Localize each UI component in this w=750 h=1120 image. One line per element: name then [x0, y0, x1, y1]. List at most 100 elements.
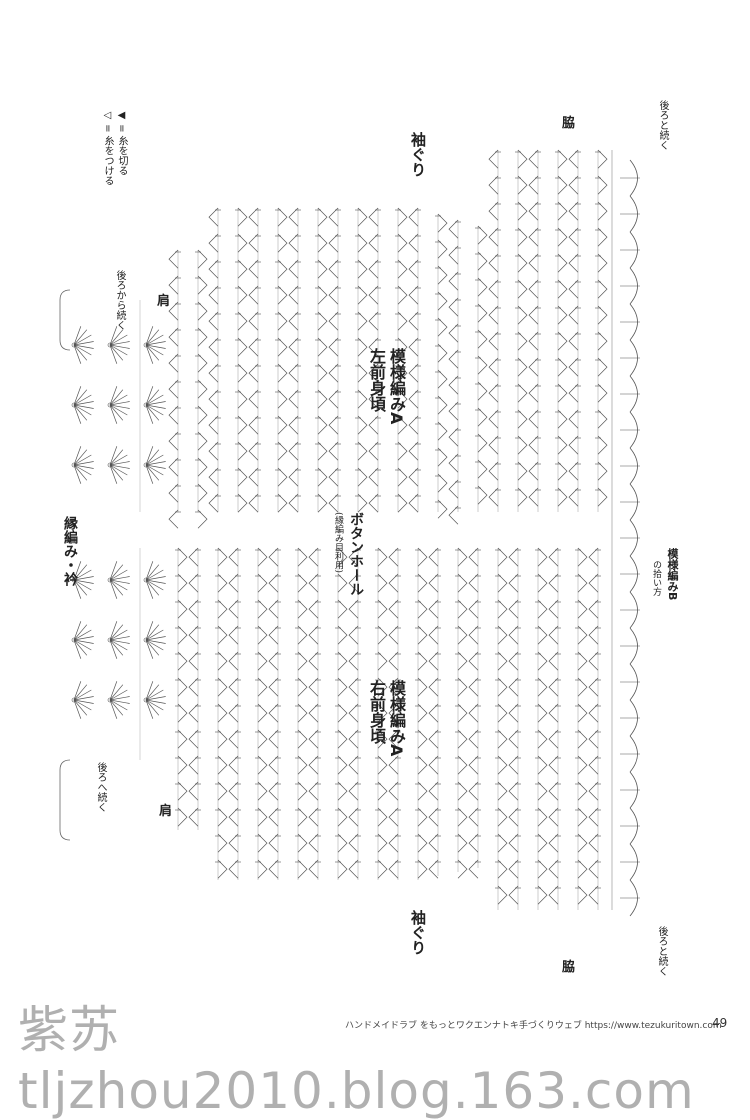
stitch-mark	[597, 305, 608, 325]
stitch-mark	[428, 781, 439, 801]
stitch-mark	[188, 781, 199, 801]
stitch-mark	[248, 285, 259, 305]
stitch-mark	[388, 859, 399, 879]
stitch-mark	[528, 487, 539, 507]
stitch-mark	[568, 201, 579, 221]
stitch-mark	[317, 207, 328, 227]
stitch-mark	[217, 625, 228, 645]
stitch-mark	[357, 207, 368, 227]
stitch-mark	[297, 625, 308, 645]
fan-spoke	[109, 639, 118, 659]
left-front-title: 左前身頃	[367, 348, 386, 412]
stitch-mark	[288, 389, 299, 409]
stitch-mark	[248, 363, 259, 383]
stitch-mark	[457, 859, 468, 879]
stitch-mark	[508, 833, 519, 853]
cont-back-top: 後ろと続く	[657, 100, 668, 150]
fan-spoke	[145, 461, 166, 466]
fan-spoke	[109, 461, 130, 466]
stitch-mark	[188, 703, 199, 723]
stitch-mark	[357, 441, 368, 461]
fan-spoke	[109, 699, 128, 711]
fan-spoke	[73, 401, 94, 406]
stitch-mark	[277, 233, 288, 253]
stitch-mark	[577, 729, 588, 749]
fan-center	[71, 697, 77, 703]
stitch-mark	[517, 461, 528, 481]
fan-spoke	[73, 454, 92, 466]
fan-spoke	[109, 404, 130, 409]
stitch-mark	[457, 729, 468, 749]
stitch-mark	[188, 599, 199, 619]
stitch-mark	[177, 781, 188, 801]
collar-bracket-bottom	[59, 759, 71, 841]
stitch-mark	[177, 677, 188, 697]
fan-spoke	[145, 464, 154, 484]
stitch-mark	[257, 781, 268, 801]
fan-spoke	[73, 684, 88, 701]
stitch-mark	[308, 781, 319, 801]
stitch-mark	[417, 833, 428, 853]
stitch-mark	[188, 573, 199, 593]
legend-attach-yarn: ◁ = 糸をつける	[102, 110, 113, 186]
stitch-mark	[277, 311, 288, 331]
stitch-mark	[577, 833, 588, 853]
stitch-mark	[488, 331, 499, 351]
fan-center	[143, 402, 149, 408]
stitch-mark	[337, 755, 348, 775]
fan-spoke	[109, 684, 124, 701]
stitch-mark	[457, 703, 468, 723]
stitch-mark	[257, 599, 268, 619]
fan-spoke	[145, 636, 166, 641]
left-armhole-label: 袖ぐり	[409, 132, 427, 177]
stitch-mark	[468, 807, 479, 827]
stitch-mark	[428, 651, 439, 671]
stitch-mark	[437, 291, 448, 311]
fan-spoke	[109, 404, 118, 424]
stitch-mark	[488, 461, 499, 481]
stitch-mark	[328, 493, 339, 513]
stitch-mark	[248, 389, 259, 409]
stitch-mark	[248, 441, 259, 461]
fan-spoke	[109, 341, 130, 346]
stitch-mark	[517, 175, 528, 195]
stitch-mark	[208, 363, 219, 383]
stitch-mark	[508, 651, 519, 671]
stitch-mark	[377, 703, 388, 723]
stitch-mark	[437, 265, 448, 285]
stitch-mark	[237, 311, 248, 331]
stitch-mark	[417, 599, 428, 619]
stitch-mark	[277, 467, 288, 487]
fan-center	[71, 637, 77, 643]
fan-center	[71, 342, 77, 348]
fan-center	[107, 342, 113, 348]
stitch-mark	[308, 599, 319, 619]
stitch-mark	[577, 625, 588, 645]
fan-spoke	[145, 344, 160, 361]
fan-spoke	[145, 329, 160, 346]
stitch-mark	[188, 755, 199, 775]
stitch-mark	[597, 279, 608, 299]
stitch-mark	[557, 149, 568, 169]
stitch-mark	[597, 201, 608, 221]
fan-spoke	[109, 344, 118, 364]
stitch-mark	[217, 677, 228, 697]
fan-spoke	[145, 449, 160, 466]
stitch-mark	[457, 599, 468, 619]
stitch-mark	[308, 755, 319, 775]
stitch-mark	[257, 573, 268, 593]
stitch-mark	[228, 599, 239, 619]
stitch-mark	[468, 573, 479, 593]
stitch-mark	[357, 467, 368, 487]
fan-spoke	[109, 344, 124, 361]
fan-spoke	[73, 689, 92, 701]
stitch-mark	[588, 807, 599, 827]
stitch-mark	[268, 573, 279, 593]
stitch-mark	[197, 405, 208, 425]
stitch-mark	[488, 253, 499, 273]
stitch-mark	[528, 331, 539, 351]
fan-spoke	[145, 341, 166, 346]
stitch-mark	[457, 677, 468, 697]
fan-center	[107, 462, 113, 468]
stitch-mark	[437, 239, 448, 259]
